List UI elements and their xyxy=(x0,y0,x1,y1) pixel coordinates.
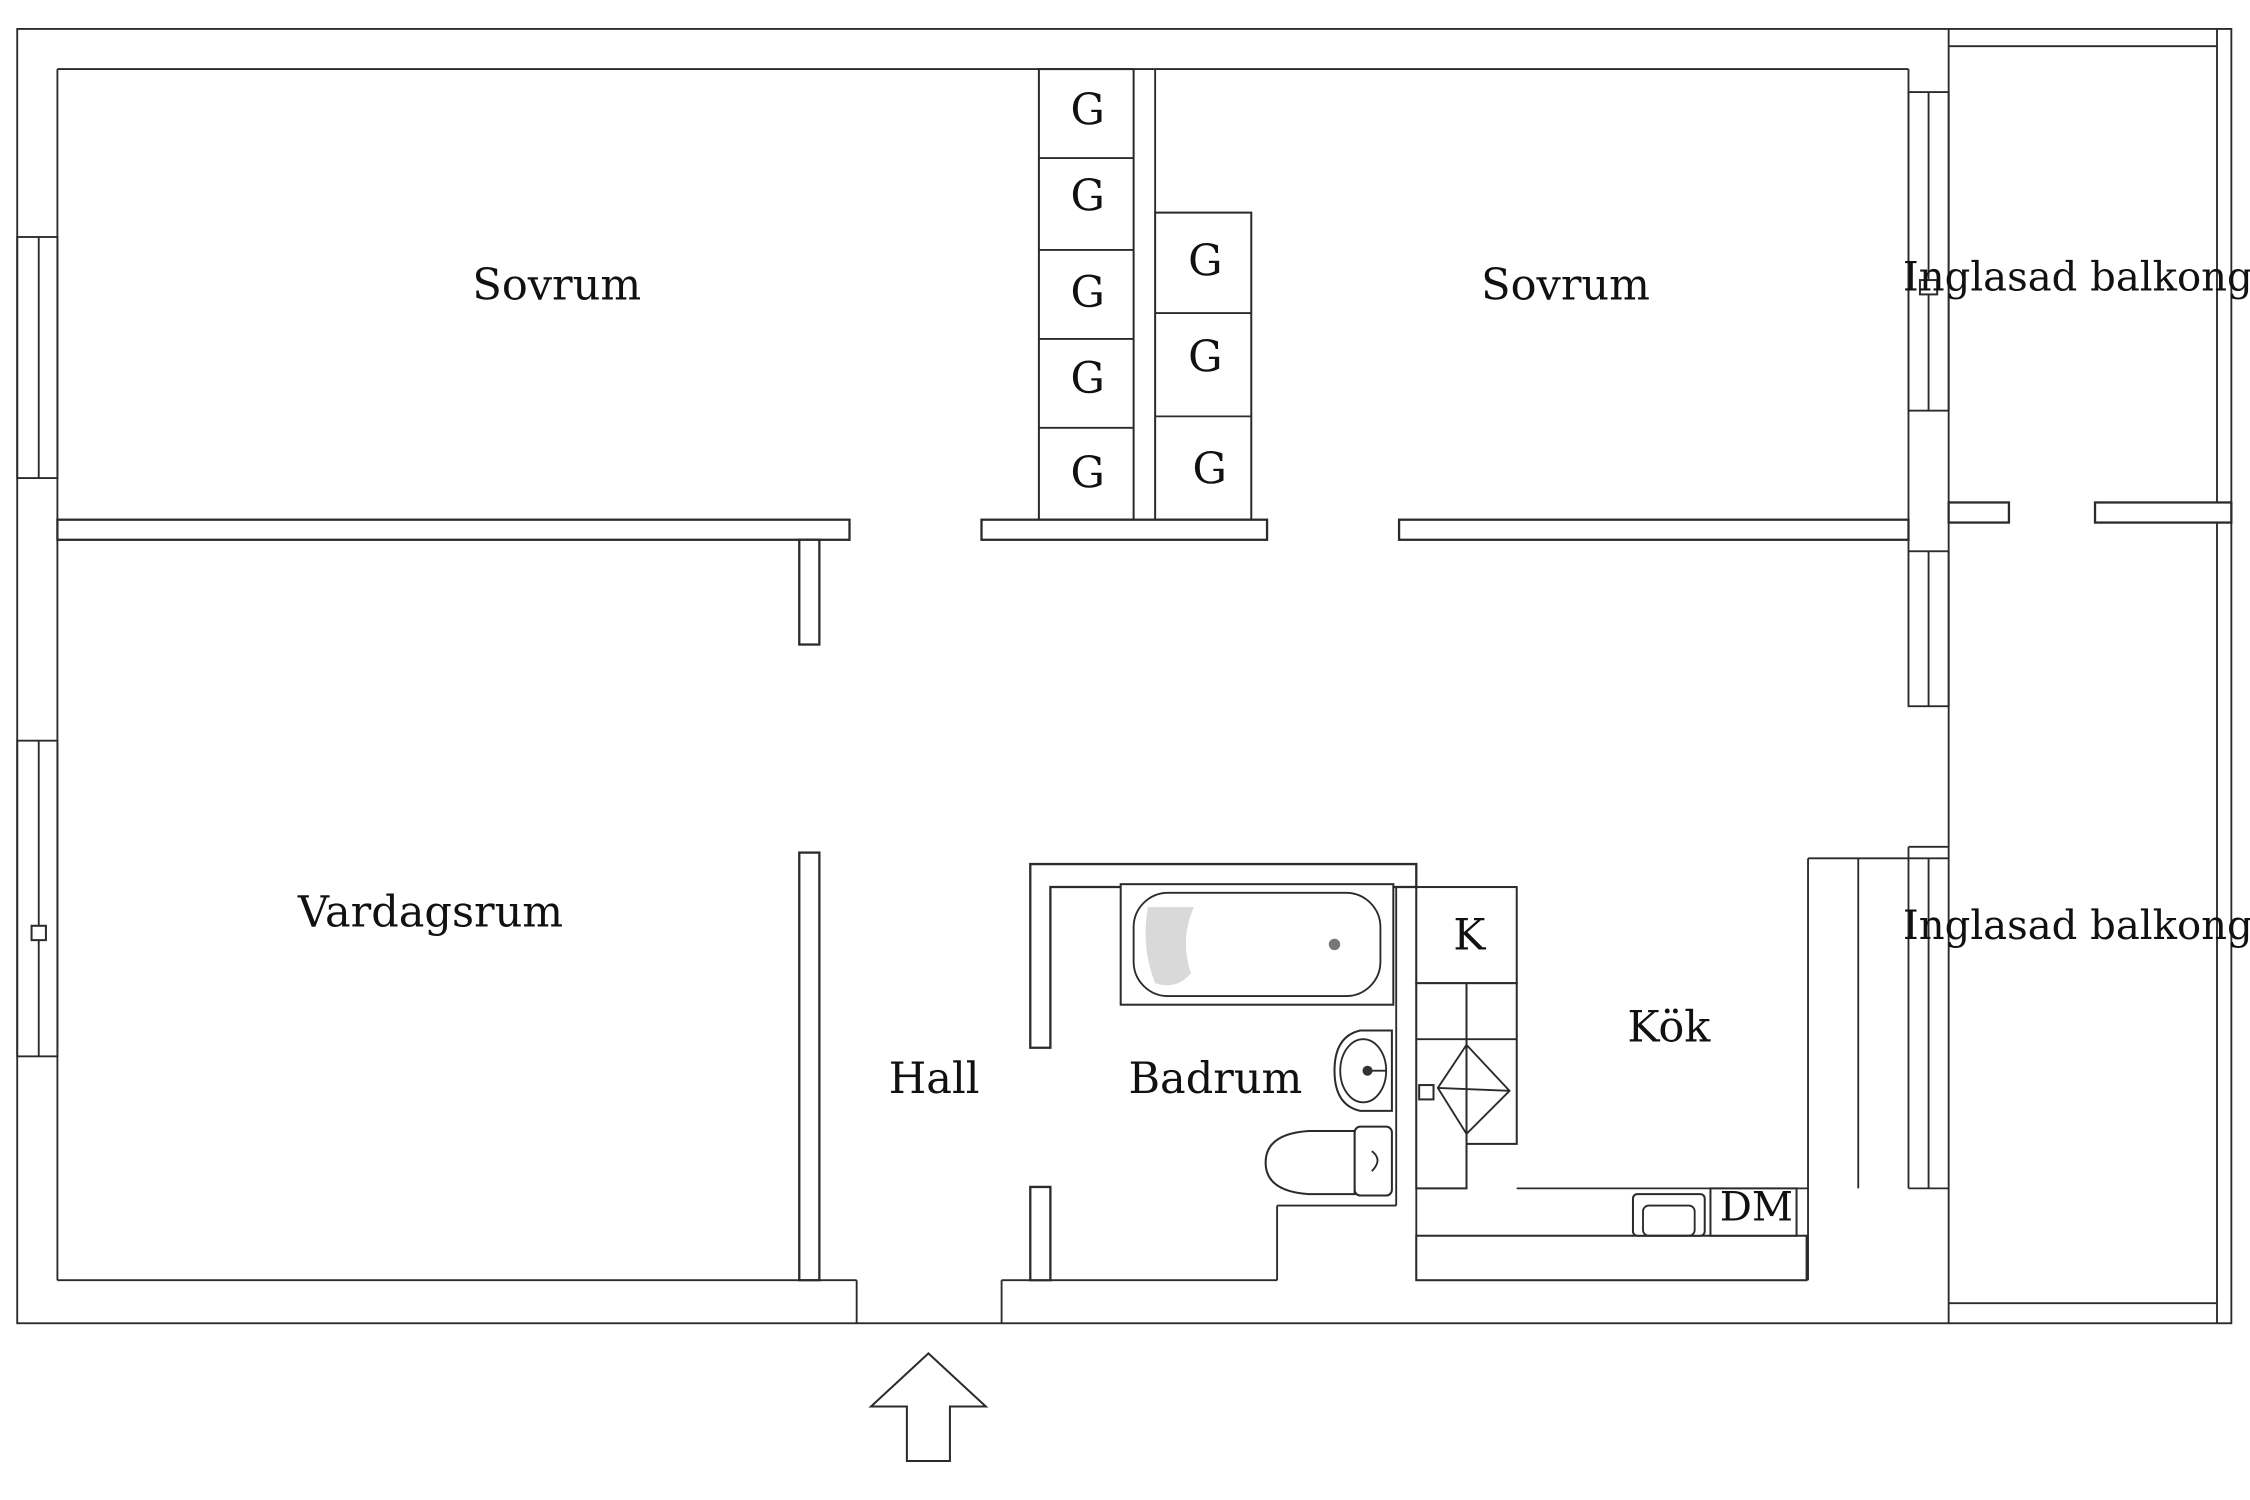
bathtub-shading xyxy=(1145,907,1194,986)
balcony-divider-left xyxy=(1947,501,2011,524)
label-dishwasher: DM xyxy=(1720,1184,1793,1230)
label-wardrobe: G xyxy=(1071,86,1105,136)
wall-livingroom-stub xyxy=(798,538,821,646)
toilet-tank xyxy=(1353,1125,1393,1197)
label-wardrobe: G xyxy=(1071,268,1105,318)
wall-bathroom xyxy=(1029,862,1418,1049)
wall-bedroom-left-bottom xyxy=(56,518,851,541)
fridge xyxy=(1415,886,1518,985)
stove-hood xyxy=(1436,1043,1511,1136)
entrance-arrow-icon xyxy=(868,1352,989,1463)
dishwasher xyxy=(1709,1187,1798,1237)
label-wardrobe: G xyxy=(1071,354,1105,404)
toilet-seat-detail xyxy=(1371,1150,1379,1172)
wardrobe-column-1 xyxy=(1037,68,1135,521)
label-badrum: Badrum xyxy=(1128,1054,1302,1104)
radiator-left xyxy=(30,924,47,942)
bathtub-basin xyxy=(1132,891,1382,998)
label-sovrum-right: Sovrum xyxy=(1481,261,1650,311)
label-vardagsrum: Vardagsrum xyxy=(297,888,563,938)
window-left-lower xyxy=(16,739,59,1058)
label-wardrobe: G xyxy=(1192,444,1226,494)
wall-bedroom-right-bottom xyxy=(1397,518,1910,541)
wall-wardrobe-bottom xyxy=(980,518,1269,541)
outer-wall xyxy=(16,28,2233,1325)
wall-livingroom-east xyxy=(798,851,821,1282)
label-hall: Hall xyxy=(889,1054,980,1104)
label-balkong-top: Inglasad balkong xyxy=(1903,255,2250,301)
wardrobe-column-2 xyxy=(1154,211,1253,521)
kitchen-counter-bottom xyxy=(1415,1234,1808,1282)
kitchen-sink-basin xyxy=(1642,1204,1696,1237)
label-kok: Kök xyxy=(1627,1003,1711,1053)
label-wardrobe: G xyxy=(1188,236,1222,286)
label-wardrobe: G xyxy=(1071,172,1105,222)
toilet-bowl xyxy=(1264,1129,1356,1196)
label-sovrum-left: Sovrum xyxy=(472,261,641,311)
label-fridge: K xyxy=(1453,911,1486,961)
bathtub-drain xyxy=(1328,938,1341,951)
wall-bathroom-lower xyxy=(1029,1185,1052,1282)
sink-tap xyxy=(1362,1065,1373,1076)
balcony-divider-right xyxy=(2093,501,2233,524)
stove-knob xyxy=(1418,1084,1435,1101)
window-left-upper xyxy=(16,236,59,480)
label-wardrobe: G xyxy=(1071,449,1105,499)
kitchen-counter-right xyxy=(1465,982,1518,1145)
label-balkong-bottom: Inglasad balkong xyxy=(1903,903,2250,949)
sink-basin xyxy=(1339,1038,1388,1104)
label-wardrobe: G xyxy=(1188,332,1222,382)
radiator-balcony xyxy=(1918,279,1939,296)
